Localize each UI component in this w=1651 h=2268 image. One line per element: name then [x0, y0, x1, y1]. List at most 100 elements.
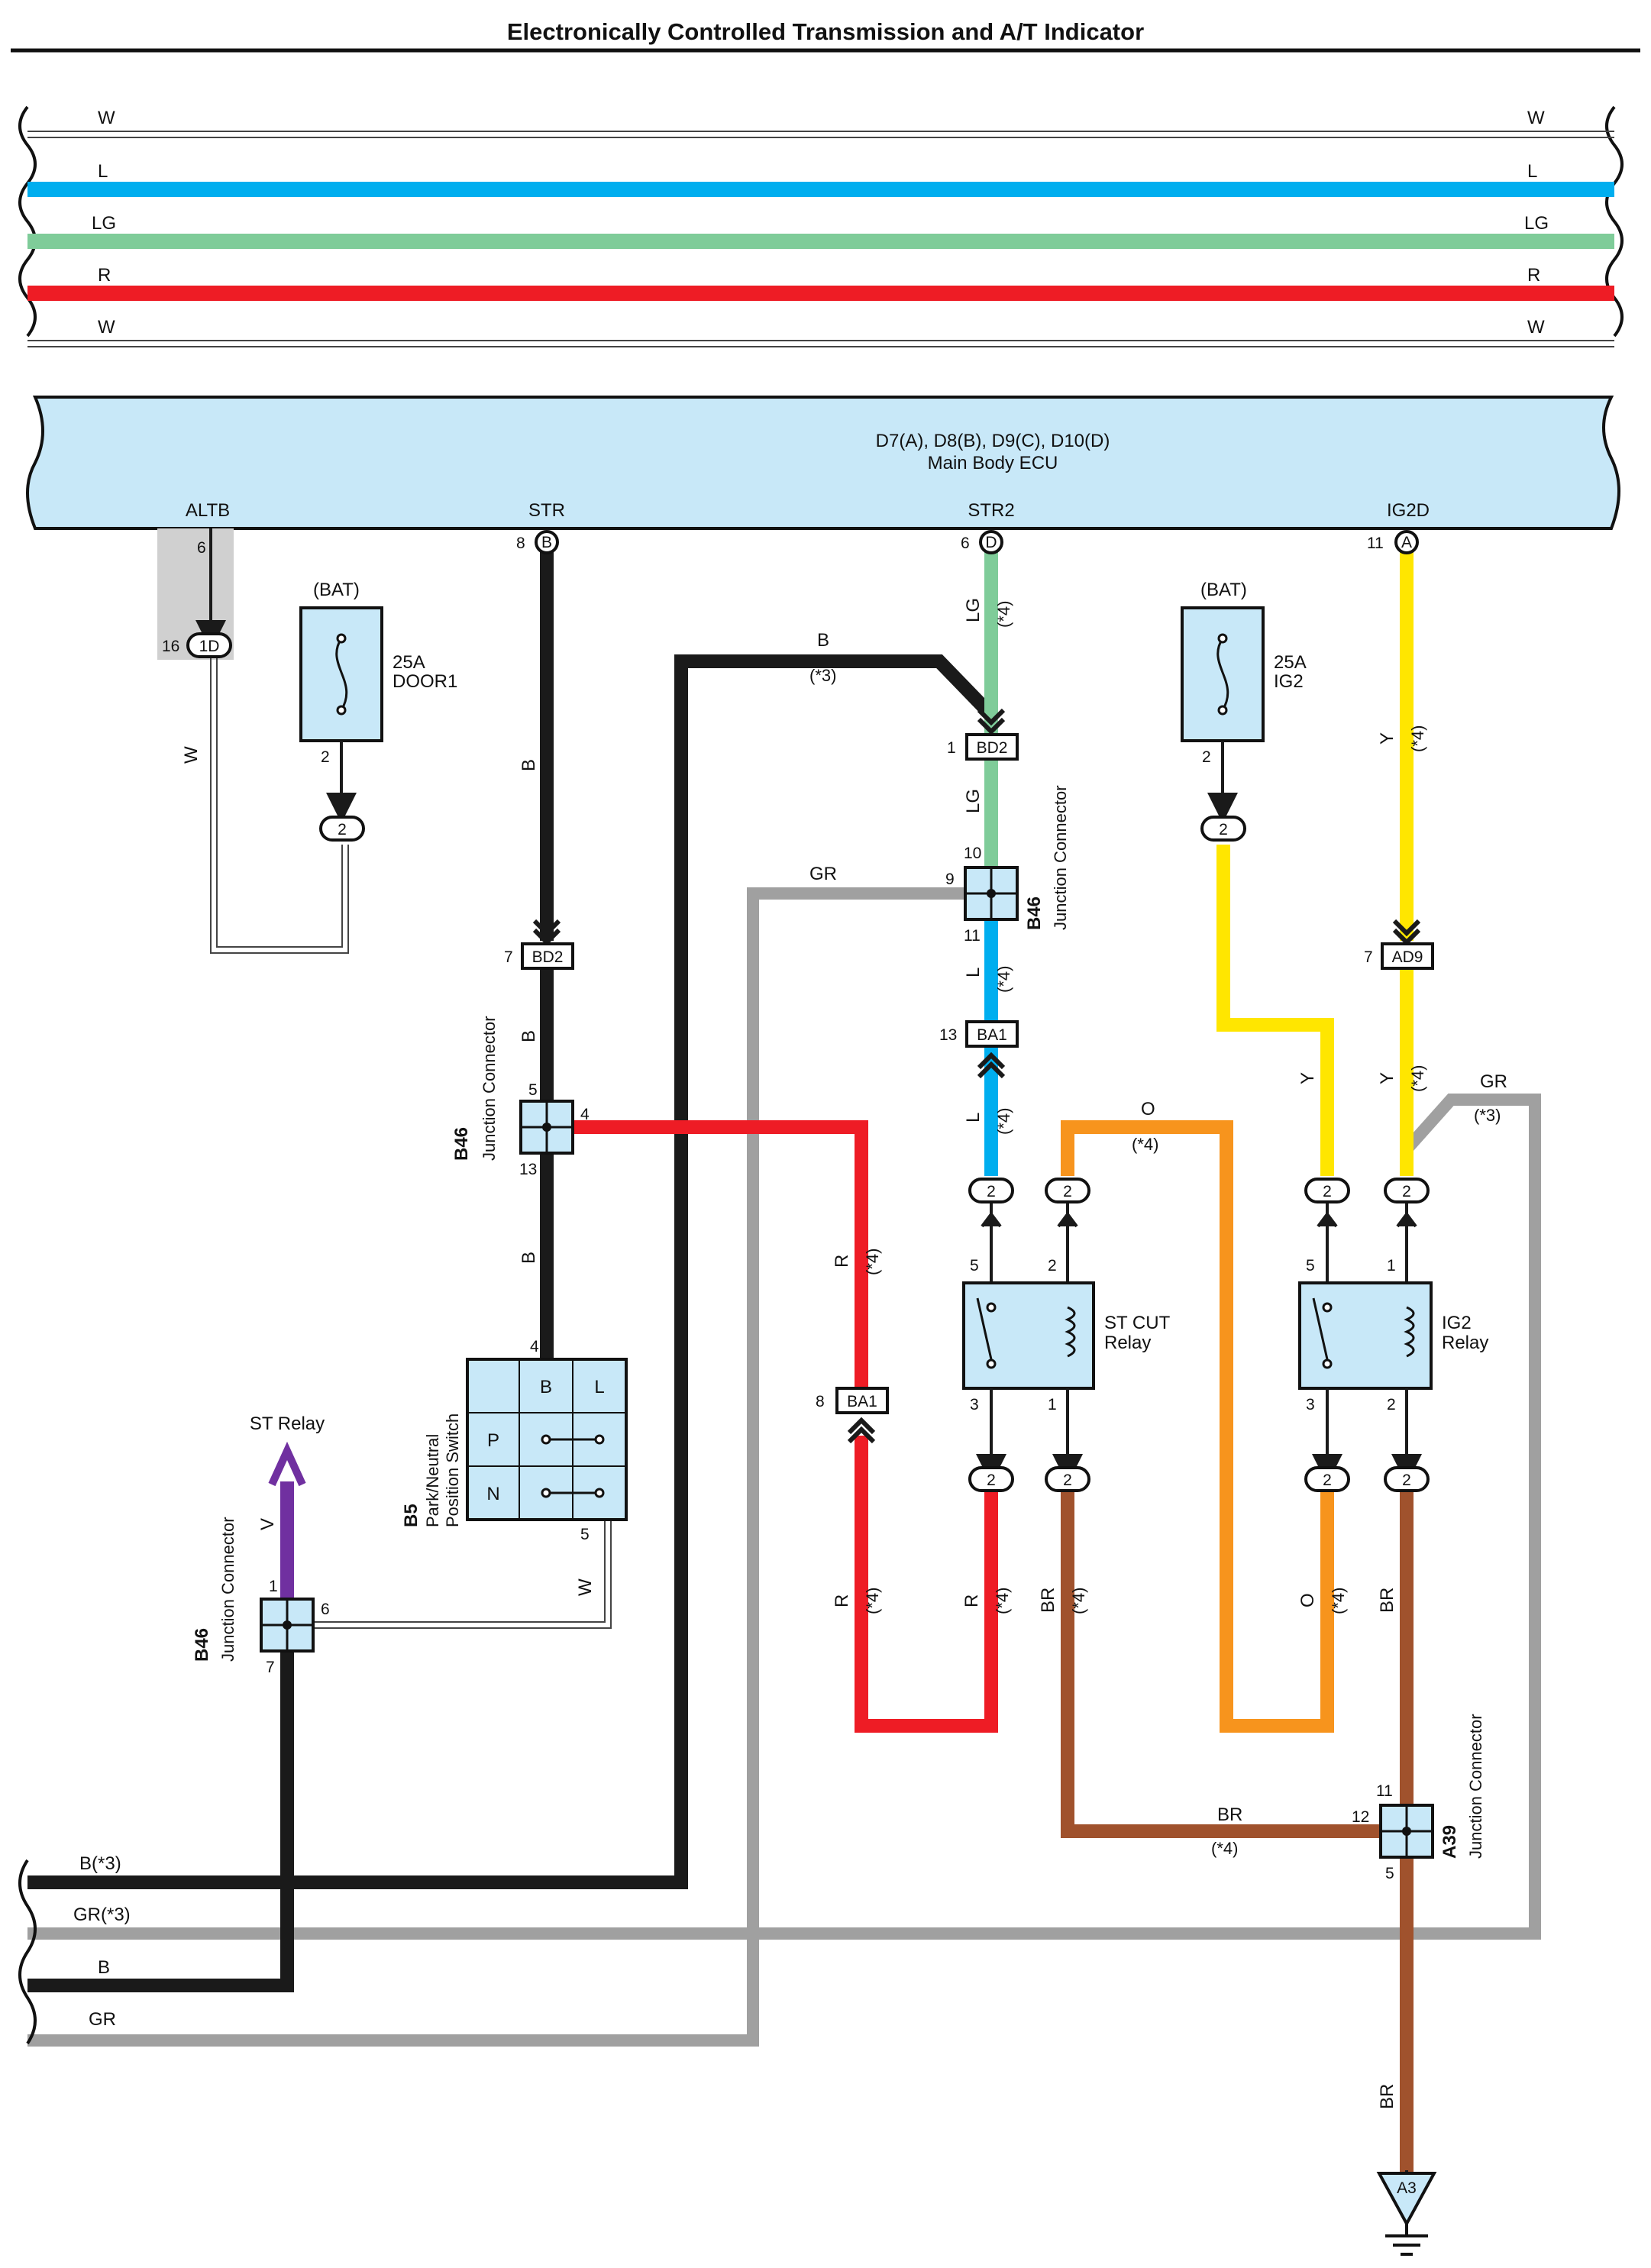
ig2-pin-bl: 3: [1306, 1396, 1315, 1413]
fuse-ig2-pin-bot: [1217, 705, 1228, 716]
fuse-door1-conn: [319, 816, 365, 842]
junction-b46-str-id: B46: [451, 1127, 472, 1161]
ig2-out-conn-l: [1304, 1466, 1350, 1492]
fuse-ig2-name: IG2: [1274, 671, 1304, 692]
r-note-3: (*4): [993, 1588, 1012, 1614]
str2-note-2: (*4): [994, 966, 1013, 993]
str-b-label-1: B: [519, 759, 539, 771]
r-wire-loop: [855, 1436, 998, 1733]
bus-label-right-0: W: [1527, 108, 1545, 128]
gr3-wire: [27, 1094, 1541, 1940]
switch-b5-pin-bot: 5: [580, 1526, 590, 1543]
br-note-1: (*4): [1069, 1588, 1088, 1614]
wire-str: B B B: [519, 550, 554, 1359]
altb-w-wire: [210, 657, 349, 954]
str-terminal-conn: B: [541, 534, 552, 551]
ba1-top-arrow: [977, 1052, 1006, 1079]
wire-r: R (*4) R (*4) R (*4): [559, 1120, 1012, 1733]
switch-b5-row-n: N: [486, 1484, 499, 1504]
fuse-door1-rating: 25A: [393, 652, 425, 673]
ig2d-terminal-conn: A: [1401, 534, 1412, 551]
b-wire-bottom: [27, 1640, 294, 1992]
ig2-out-conn-r: [1384, 1466, 1430, 1492]
ig2-in-r-arrow: [1396, 1211, 1417, 1228]
br-note-2: (*4): [1211, 1839, 1238, 1858]
bd2-left-name: BD2: [532, 948, 564, 966]
ad9-pin: 7: [1364, 948, 1373, 966]
junction-a39-pin-left: 12: [1352, 1808, 1369, 1826]
fuse-door1-element: [335, 638, 348, 711]
bus-label-right-2: LG: [1524, 213, 1549, 234]
st-cut-in-l-arrow: [981, 1211, 1002, 1228]
junction-a39-id: A39: [1439, 1825, 1460, 1859]
br-label-2: BR: [1217, 1804, 1242, 1825]
st-cut-contact-bot: [986, 1359, 997, 1369]
ecu-terminal-str2: STR2: [968, 500, 1014, 521]
bottom-bus-label-0: B(*3): [79, 1853, 121, 1874]
bus-label-left-3: R: [98, 265, 111, 286]
switch-b5: B L P N 4 5 B5 Park/Neutral Position Swi…: [401, 1338, 628, 1543]
y-label-2: Y: [1297, 1072, 1318, 1084]
ba1-top-name: BA1: [977, 1026, 1007, 1044]
ig2-pin-tl: 5: [1306, 1257, 1315, 1275]
wire-str2: LG (*4) LG L (*4) L (*4): [963, 550, 1013, 1176]
connector-1d: 1D 16: [162, 632, 232, 658]
ig2-conn-l-num: 2: [1323, 1183, 1332, 1200]
v-label: V: [257, 1518, 278, 1530]
ig2-in-l-arrow: [1317, 1211, 1338, 1228]
ig2-suffix: Relay: [1442, 1333, 1488, 1353]
ground-a3-triangle: [1376, 2172, 1437, 2228]
gr-label-top: GR: [809, 864, 837, 884]
str-terminal: [535, 530, 559, 554]
fuse-ig2-pin-top: [1217, 633, 1228, 644]
junction-b46-str2-pin-left: 9: [945, 871, 955, 888]
b3-note-top: (*3): [809, 666, 836, 685]
ig2-conn-l: [1304, 1178, 1350, 1203]
ig2d-terminal-pin: 11: [1367, 535, 1384, 552]
wire-gr3: GR (*3): [27, 1071, 1541, 1940]
br-label-1: BR: [1038, 1588, 1058, 1613]
relay-ig2: 2 2 5 1 3 2 IG2 Relay 2 2: [1298, 1178, 1488, 1492]
str-terminal-pin: 8: [516, 535, 525, 552]
wire-br: BR (*4) BR (*4) BR BR: [1038, 1489, 1414, 2173]
altb-pin: 6: [197, 539, 206, 557]
fuse-ig2-rating: 25A: [1274, 652, 1307, 673]
bottom-bus-label-3: GR: [89, 2009, 116, 2030]
ig2d-terminal: [1394, 530, 1419, 554]
fuse-ig2-conn: [1200, 816, 1246, 842]
str2-terminal: [979, 530, 1003, 554]
str2-note-3: (*4): [994, 1108, 1013, 1135]
switch-b5-pin-top: 4: [530, 1338, 539, 1355]
b3-label-top: B: [817, 630, 829, 651]
st-cut-out-conn-l-num: 2: [987, 1472, 996, 1489]
st-cut-pin-tr: 2: [1048, 1257, 1057, 1275]
o-note-2: (*4): [1329, 1588, 1348, 1614]
junction-b46-str2-pin-top: 10: [964, 845, 981, 862]
bus-label-left-1: L: [98, 161, 108, 182]
junction-b46-str2-label: Junction Connector: [1051, 785, 1070, 930]
bus-label-right-1: L: [1527, 161, 1537, 182]
fuse-door1-conn-num: 2: [338, 821, 347, 838]
st-relay-label: ST Relay: [250, 1413, 325, 1434]
ecu-name: Main Body ECU: [928, 453, 1058, 473]
ba1-top-body: [965, 1020, 1019, 1048]
bus-label-right-3: R: [1527, 265, 1540, 286]
junction-b46-str2-id: B46: [1024, 897, 1045, 930]
ig2-contact-bot: [1322, 1359, 1333, 1369]
bottom-bus-break: [18, 1859, 37, 2045]
switch-b5-n-dot1: [541, 1488, 551, 1498]
st-cut-contact-top: [986, 1302, 997, 1313]
r-label-3: R: [961, 1594, 982, 1607]
str2-terminal-pin: 6: [961, 535, 970, 552]
junction-b46-str2: 10 9 11 B46 Junction Connector: [945, 785, 1070, 945]
r-label-2: R: [832, 1594, 852, 1607]
switch-b5-row-p: P: [487, 1430, 499, 1451]
st-cut-out-conn-r: [1045, 1466, 1090, 1492]
bus-label-left-2: LG: [92, 213, 116, 234]
br-wire-1: [1061, 1489, 1382, 1838]
connector-ad9: AD9 7: [1364, 919, 1434, 970]
bd2-left-pin: 7: [504, 948, 513, 966]
switch-b5-n-dot2: [594, 1488, 605, 1498]
str2-note-1: (*4): [994, 601, 1013, 628]
